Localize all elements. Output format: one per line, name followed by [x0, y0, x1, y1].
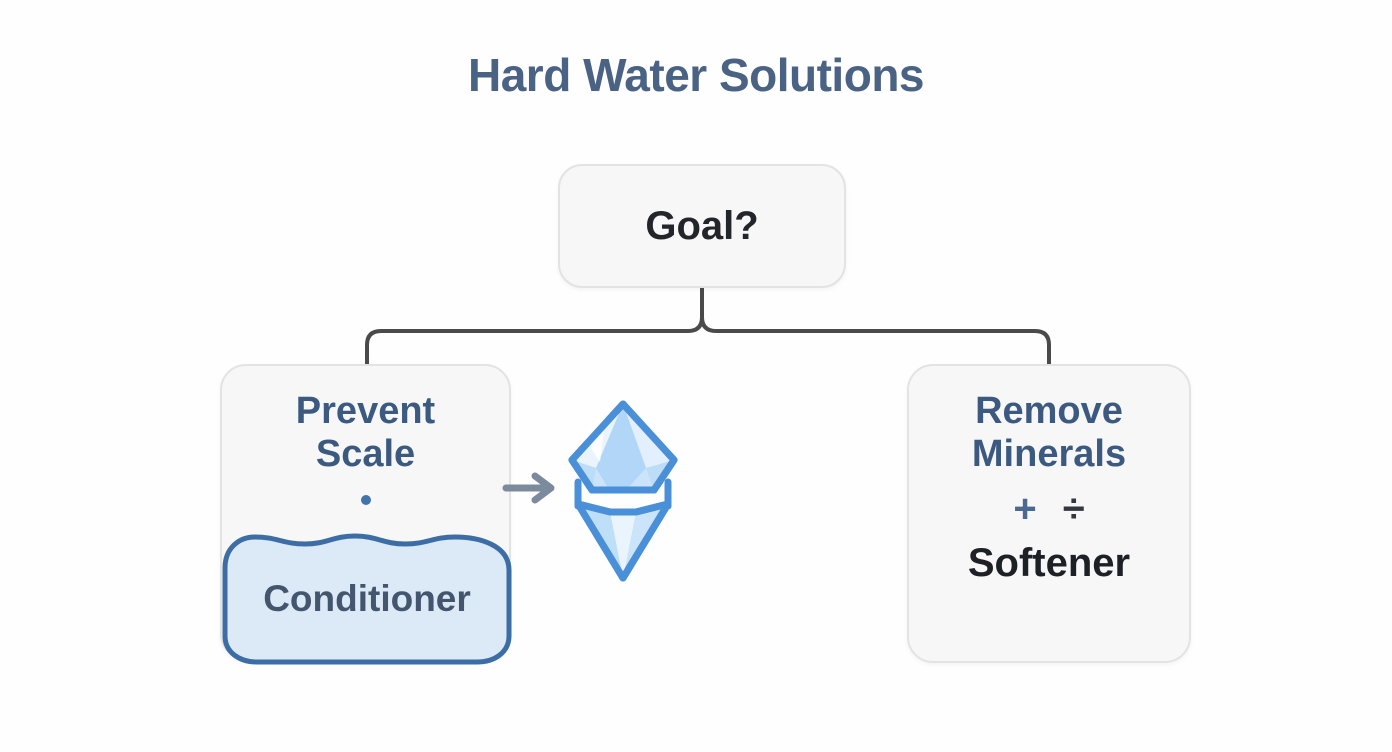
connector-branch-left — [365, 315, 704, 366]
bullet-dot-icon — [360, 495, 371, 506]
chip-conditioner-outline — [222, 533, 512, 665]
chip-conditioner-label: Conditioner — [263, 578, 471, 619]
node-remove-minerals[interactable]: Remove Minerals + ÷ Softener — [907, 364, 1191, 663]
plus-symbol-icon: + — [1013, 487, 1037, 532]
node-prevent-scale-heading: Prevent Scale — [296, 390, 435, 475]
node-prevent-scale-heading-line-2: Scale — [315, 432, 416, 475]
chip-conditioner[interactable]: Conditioner — [221, 532, 513, 666]
node-remove-minerals-heading-line-1: Remove — [975, 390, 1123, 432]
crystal-icon — [568, 400, 678, 582]
node-prevent-scale-heading-line-1: Prevent — [295, 390, 436, 432]
operator-row: + ÷ — [1013, 489, 1084, 529]
node-remove-minerals-heading: Remove Minerals — [972, 390, 1126, 475]
node-goal-label: Goal? — [645, 203, 759, 248]
divide-symbol-icon: ÷ — [1062, 487, 1085, 532]
arrow-right-icon — [502, 472, 555, 504]
node-goal[interactable]: Goal? — [558, 164, 846, 288]
node-remove-minerals-solution: Softener — [967, 541, 1131, 586]
page-title: Hard Water Solutions — [468, 49, 925, 101]
connector-branch-right — [700, 315, 1051, 366]
node-remove-minerals-heading-line-2: Minerals — [971, 432, 1127, 475]
